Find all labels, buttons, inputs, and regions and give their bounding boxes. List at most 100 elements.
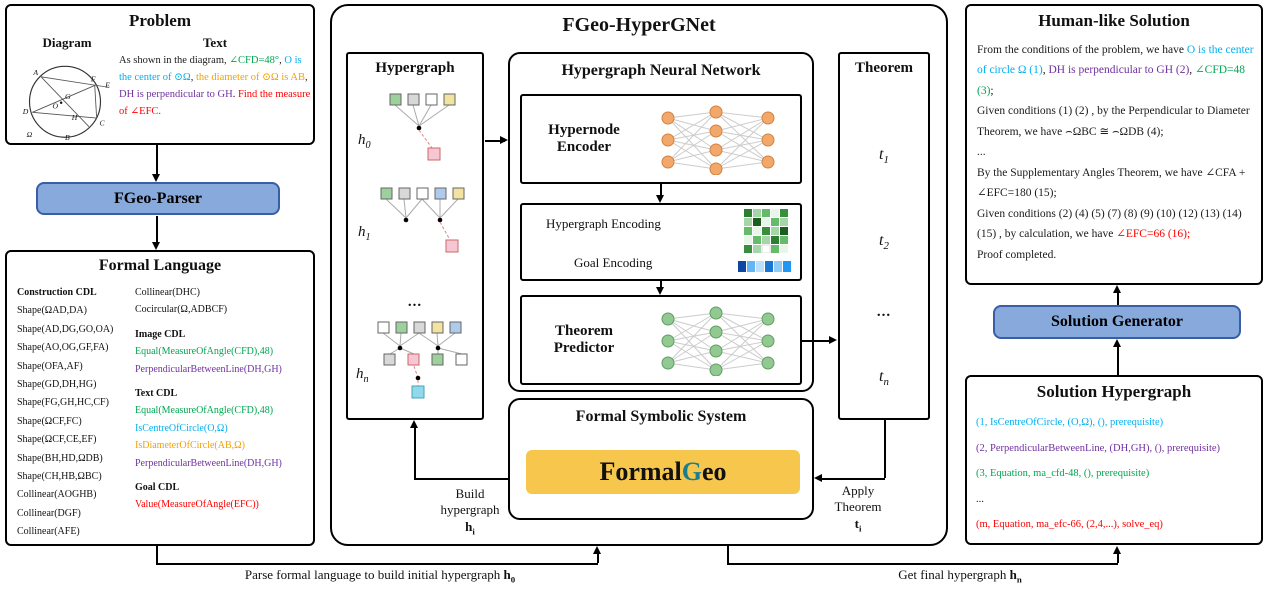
encoder-network-icon xyxy=(661,105,775,175)
t2-sub: 2 xyxy=(883,240,889,253)
problem-statement: As shown in the diagram, ∠CFD=48°, O is … xyxy=(119,52,315,120)
solution-segment: Proof completed. xyxy=(977,248,1057,261)
statement-segment: DH is perpendicular to GH xyxy=(119,89,233,101)
solution-paragraph: Given conditions (1) (2) , by the Perpen… xyxy=(977,101,1257,142)
solution-segment: , xyxy=(1189,64,1196,77)
solution-paragraph: From the conditions of the problem, we h… xyxy=(977,40,1257,101)
solution-segment: ∠CFD=48 (3) xyxy=(977,64,1246,97)
statement-segment: O is the center of ⊙Ω xyxy=(119,55,302,84)
cdl-statement: Shape(BH,HD,ΩDB) xyxy=(17,452,103,464)
arrow-generator-to-solution-head xyxy=(1113,285,1121,293)
apply-label-line1: Apply xyxy=(841,483,875,498)
diagram-label: Diagram xyxy=(42,35,92,50)
solution-segment: By the Supplementary Angles Theorem, we … xyxy=(977,166,1206,179)
cdl-statement: Construction CDL xyxy=(17,287,97,298)
cdl-statement xyxy=(135,378,313,385)
build-label-line1: Build xyxy=(455,486,485,501)
arrow-predictor-to-theorem-line xyxy=(802,340,830,342)
formal-symbolic-system-title: Formal Symbolic System xyxy=(575,408,747,425)
hypergraph-tuple: (2, PerpendicularBetweenLine, (DH,GH), (… xyxy=(976,442,1221,454)
solution-segment: ⌢ΩBC ≅ ⌢ΩDB (4); xyxy=(1065,125,1164,138)
cdl-statement: Collinear(DGF) xyxy=(17,507,81,519)
hypernode-state-hn: hn xyxy=(356,366,369,385)
theorem-panel-title: Theorem xyxy=(854,60,914,76)
tn-base: t xyxy=(879,368,884,385)
formal-language-title: Formal Language xyxy=(98,257,222,274)
point-label-g: G xyxy=(65,92,71,101)
point-label-c: C xyxy=(100,119,106,128)
arrow-encoder-to-encoding-line xyxy=(660,184,662,196)
cdl-statement: Shape(CH,HB,ΩBC) xyxy=(17,471,102,483)
solution-hypergraph-panel: Solution Hypergraph (1, IsCentreOfCircle… xyxy=(965,375,1263,545)
fgeo-parser-button-label: FGeo-Parser xyxy=(114,189,202,207)
solution-segment: Given conditions (2) (4) (5) (7) (8) (9)… xyxy=(977,207,1242,241)
point-label-a: A xyxy=(32,68,38,77)
arrow-hypergraph-to-hnn-head xyxy=(500,136,508,144)
solution-hypergraph-title: Solution Hypergraph xyxy=(1036,382,1192,401)
h1-base: h xyxy=(358,224,366,240)
point-label-e: E xyxy=(104,80,110,89)
route-get-vline-left xyxy=(727,546,729,563)
arrow-theorem-to-fss-vline xyxy=(884,420,886,478)
build-label-var: hi xyxy=(465,518,475,537)
fgeo-parser-button: FGeo-Parser xyxy=(36,182,280,215)
cdl-statement: Collinear(AFE) xyxy=(17,526,80,538)
build-hypergraph-label: Build hypergraph hi xyxy=(424,486,516,537)
hypergraph-tuple: (m, Equation, ma_efc-66, (2,4,...), solv… xyxy=(976,519,1163,530)
cdl-statement: Collinear(DHC) xyxy=(135,287,200,298)
hn-sub: n xyxy=(363,374,369,385)
arrow-parser-to-formal-line xyxy=(156,216,158,243)
hypergraph-snippet-h0-icon xyxy=(389,93,456,161)
cdl-statement: Image CDL xyxy=(135,328,186,340)
apply-theorem-label: Apply Theorem ti xyxy=(820,483,896,534)
hypergraph-encoding-heatmap-icon xyxy=(744,209,788,253)
solution-segment: ; xyxy=(990,84,994,97)
cdl-statement: IsCentreOfCircle(O,Ω) xyxy=(135,422,228,434)
goal-encoding-label: Goal Encoding xyxy=(574,255,653,270)
hypernode-state-h0: h0 xyxy=(358,132,371,151)
arrow-encoding-to-predictor-line xyxy=(660,281,662,288)
arrow-fss-to-hypergraph-hline xyxy=(414,478,508,480)
cdl-statement: Equal(MeasureOfAngle(CFD),48) xyxy=(135,405,274,417)
cdl-statement: Shape(ΩCF,FC) xyxy=(17,415,82,427)
cdl-statement xyxy=(135,472,313,479)
cdl-statement: IsDiameterOfCircle(AB,Ω) xyxy=(135,440,245,452)
human-solution-body: From the conditions of the problem, we h… xyxy=(977,40,1257,265)
route-parse-vline-right xyxy=(597,554,599,563)
arrow-fss-to-hypergraph-vline xyxy=(414,428,416,479)
statement-segment: , xyxy=(190,72,196,84)
formal-language-right-column: Collinear(DHC) Cocircular(Ω,ADBCF) Image C… xyxy=(135,284,313,514)
arrow-generator-to-solution-line xyxy=(1117,293,1119,305)
cdl-statement: Shape(AD,DG,GO,OA) xyxy=(17,323,114,335)
solution-paragraph: Proof completed. xyxy=(977,245,1257,265)
cdl-statement xyxy=(135,319,313,326)
hypernode-encoder-label: Hypernode Encoder xyxy=(548,122,620,155)
cdl-statement: Shape(FG,GH,HC,CF) xyxy=(17,397,109,409)
hypergraph-panel: Hypergraph h0 xyxy=(346,52,484,420)
hypergraph-ellipsis: ... xyxy=(407,294,423,310)
statement-segment: the diameter of ⊙Ω is AB xyxy=(195,72,305,84)
route-get-head xyxy=(1113,546,1121,554)
hypergraph-snippet-hn-icon xyxy=(377,321,468,399)
point-label-h: H xyxy=(71,113,78,122)
problem-title: Problem xyxy=(128,11,191,30)
cdl-statement: Cocircular(Ω,ADBCF) xyxy=(135,304,228,316)
h0-sub: 0 xyxy=(365,140,371,151)
cdl-statement: Collinear(AOGHB) xyxy=(17,489,97,501)
statement-segment: Find the measure of ∠EFC. xyxy=(119,89,311,118)
point-label-b: B xyxy=(65,133,70,142)
tn-sub: n xyxy=(883,376,889,389)
problem-geometry-figure: A E F G O D H C B Ω xyxy=(22,65,110,142)
cdl-statement: Goal CDL xyxy=(135,482,180,494)
solution-paragraph: Given conditions (2) (4) (5) (7) (8) (9)… xyxy=(977,204,1257,245)
route-get-hline xyxy=(727,563,1118,565)
arrow-fss-to-hypergraph-head xyxy=(410,420,418,428)
problem-panel: Problem Diagram A E F G O D H C B xyxy=(5,4,315,145)
point-label-f: F xyxy=(90,75,96,84)
hn-base: h xyxy=(356,366,364,382)
solution-segment: ∠CFA + ∠EFC=180 (15); xyxy=(977,166,1246,200)
theorem-ellipsis: ... xyxy=(876,304,892,320)
